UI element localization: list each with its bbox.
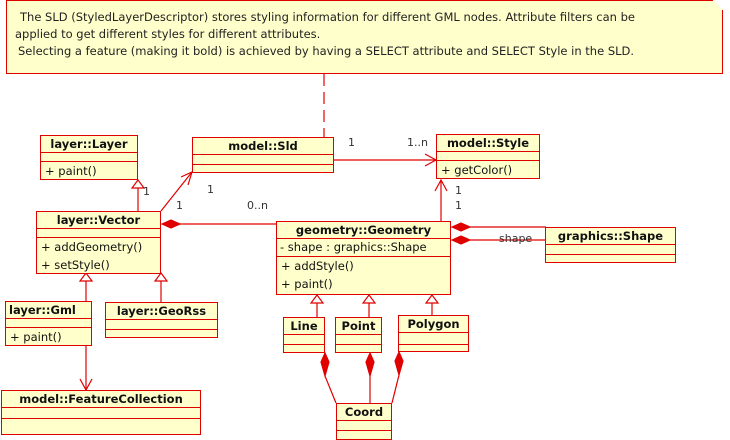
class-point[interactable]: Point [335,317,382,353]
sld-note: The SLD (StyledLayerDescriptor) stores s… [6,0,723,74]
class-name: Coord [337,404,391,421]
class-name: layer::GeoRss [106,303,217,320]
class-featurecollection[interactable]: model::FeatureCollection [1,390,201,435]
operations-compartment: + addStyle() + paint() [277,257,450,294]
operations-compartment: + paint() [6,328,91,346]
class-line[interactable]: Line [283,317,325,353]
composition-diamond-icon [160,219,182,229]
class-name: Line [284,318,324,335]
operation: + addGeometry() [41,240,143,254]
composition-line-coord [324,375,337,404]
attributes-compartment [546,245,675,255]
operation: + paint() [281,277,333,291]
operations-compartment: + paint() [41,162,137,180]
operation: + paint() [45,164,97,178]
operation: + setStyle() [41,258,110,272]
class-name: Polygon [399,316,468,333]
operations-compartment [106,330,217,339]
attributes-compartment: - shape : graphics::Shape [277,239,450,257]
class-layer[interactable]: layer::Layer + paint() [40,135,138,180]
operations-compartment [337,431,391,440]
multiplicity-vector-geometry: 0..n [247,199,268,212]
class-gml[interactable]: layer::Gml + paint() [5,301,92,346]
class-name: geometry::Geometry [277,222,450,239]
multiplicity-sld-source: 1 [348,136,355,149]
note-fold-corner [713,0,723,10]
inheritance-arrow-icon [309,294,325,304]
note-line: The SLD (StyledLayerDescriptor) stores s… [20,10,635,24]
class-shape[interactable]: graphics::Shape [545,227,676,263]
note-line: applied to get different styles for diff… [15,27,321,41]
composition-diamond-icon [450,222,472,232]
operations-compartment [284,345,324,354]
composition-polygon-coord [391,374,400,404]
attributes-compartment [2,408,200,419]
attributes-compartment [336,335,381,345]
composition-diamond-icon [394,350,404,378]
operations-compartment: + getColor() [437,161,539,179]
class-coord[interactable]: Coord [336,403,392,440]
multiplicity-geometry-style-a: 1 [455,184,462,197]
class-name: model::Style [437,135,539,152]
operation: + paint() [10,330,62,344]
attribute: - shape : graphics::Shape [280,240,427,254]
attributes-compartment [284,335,324,345]
composition-diamond-icon [365,351,375,379]
attributes-compartment [6,319,91,328]
operation: + addStyle() [281,259,354,273]
class-name: layer::Gml [6,302,91,319]
association-vector-sld [160,171,193,212]
class-name: layer::Vector [37,212,160,229]
operations-compartment: + addGeometry() + setStyle() [37,238,160,275]
class-geometry[interactable]: geometry::Geometry - shape : graphics::S… [276,221,451,295]
open-arrow-icon [434,178,448,192]
attributes-compartment [437,152,539,161]
class-name: graphics::Shape [546,228,675,245]
operation: + getColor() [441,163,513,177]
operations-compartment [336,345,381,354]
class-style[interactable]: model::Style + getColor() [436,134,540,179]
multiplicity-geometry-style-b: 1 [455,199,462,212]
attributes-compartment [399,333,468,345]
class-name: Point [336,318,381,335]
multiplicity-style-target: 1..n [407,136,428,149]
class-georss[interactable]: layer::GeoRss [105,302,218,338]
role-label-shape: shape [499,232,533,245]
note-line: Selecting a feature (making it bold) is … [18,44,635,58]
inheritance-arrow-icon [424,294,440,304]
attributes-compartment [41,153,137,162]
composition-diamond-icon [450,235,472,245]
operations-compartment [193,165,333,174]
multiplicity-vector-layer: 1 [143,185,150,198]
multiplicity-vector-sld-start: 1 [176,199,183,212]
operations-compartment [2,419,200,435]
attributes-compartment [106,320,217,330]
operations-compartment [546,255,675,264]
class-sld[interactable]: model::Sld [192,137,334,173]
class-polygon[interactable]: Polygon [398,315,469,352]
class-vector[interactable]: layer::Vector + addGeometry() + setStyle… [36,211,161,274]
attributes-compartment [193,155,333,165]
multiplicity-vector-sld-end: 1 [207,183,214,196]
inheritance-arrow-icon [361,294,377,304]
class-name: model::Sld [193,138,333,155]
composition-diamond-icon [320,351,330,379]
class-name: model::FeatureCollection [2,391,200,408]
operations-compartment [399,345,468,354]
attributes-compartment [37,229,160,238]
class-name: layer::Layer [41,136,137,153]
attributes-compartment [337,421,391,431]
